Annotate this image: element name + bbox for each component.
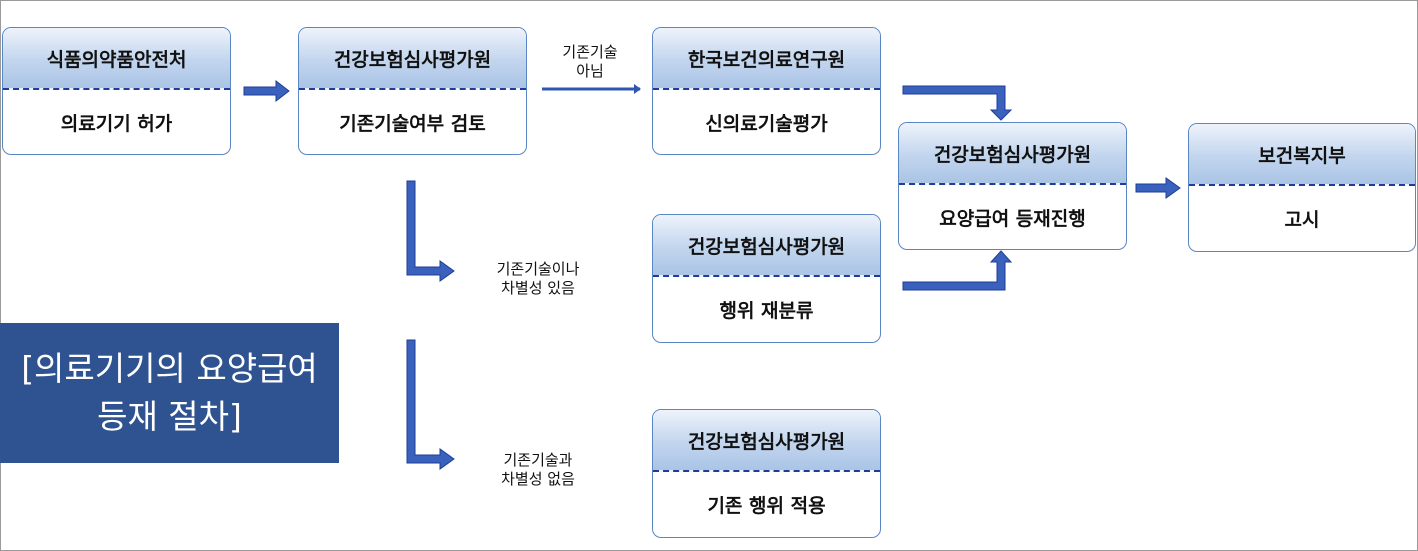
label-existing-diff-line1: 기존기술이나 (496, 260, 580, 278)
arrow-neca-to-hira4 (902, 85, 1013, 121)
box-hira-review-header: 건강보험심사평가원 (299, 28, 526, 90)
box-hira-apply-header: 건강보험심사평가원 (653, 410, 880, 472)
arrow-hira-to-diff (406, 180, 455, 282)
box-hira-listing: 건강보험심사평가원 요양급여 등재진행 (898, 122, 1127, 250)
label-existing-nodiff-line1: 기존기술과 (503, 451, 573, 469)
box-neca-header: 한국보건의료연구원 (653, 28, 880, 90)
box-mfds-header: 식품의약품안전처 (3, 28, 230, 90)
label-not-existing: 기존기술 아님 (548, 43, 632, 81)
box-mohw-header: 보건복지부 (1189, 124, 1415, 186)
title-line1: [의료기기의 요양급여 (21, 349, 318, 388)
box-hira-listing-header: 건강보험심사평가원 (899, 123, 1126, 185)
box-neca-body: 신의료기술평가 (705, 112, 828, 135)
box-mohw-body: 고시 (1284, 209, 1320, 231)
box-mfds: 식품의약품안전처 의료기기 허가 (2, 27, 231, 155)
box-hira-reclassify-header: 건강보험심사평가원 (653, 215, 880, 277)
box-neca: 한국보건의료연구원 신의료기술평가 (652, 27, 881, 155)
label-existing-nodiff-line2: 차별성 없음 (501, 470, 575, 488)
box-hira-reclassify: 건강보험심사평가원 행위 재분류 (652, 214, 881, 343)
label-not-existing-line1: 기존기술 (562, 43, 618, 61)
box-mohw: 보건복지부 고시 (1188, 123, 1416, 252)
label-existing-diff-line2: 차별성 있음 (501, 279, 575, 297)
label-not-existing-line2: 아님 (576, 62, 604, 80)
arrow-hira4-to-mohw (1135, 177, 1181, 199)
arrow-hira2-to-hira4 (902, 250, 1013, 291)
label-existing-diff: 기존기술이나 차별성 있음 (472, 260, 604, 298)
box-hira-reclassify-body: 행위 재분류 (719, 300, 814, 322)
box-hira-apply-body: 기존 행위 적용 (707, 495, 826, 517)
box-hira-review: 건강보험심사평가원 기존기술여부 검토 (298, 27, 527, 155)
arrow-mfds-to-hira (243, 79, 290, 103)
arrow-hira-to-nodiff (406, 339, 455, 470)
label-existing-nodiff: 기존기술과 차별성 없음 (478, 451, 598, 489)
box-hira-listing-body: 요양급여 등재진행 (939, 207, 1086, 230)
box-mfds-body: 의료기기 허가 (60, 112, 173, 135)
title-panel: [의료기기의 요양급여 등재 절차] (0, 323, 339, 463)
title-line2: 등재 절차] (97, 397, 242, 436)
box-hira-apply: 건강보험심사평가원 기존 행위 적용 (652, 409, 881, 538)
box-hira-review-body: 기존기술여부 검토 (339, 112, 486, 135)
